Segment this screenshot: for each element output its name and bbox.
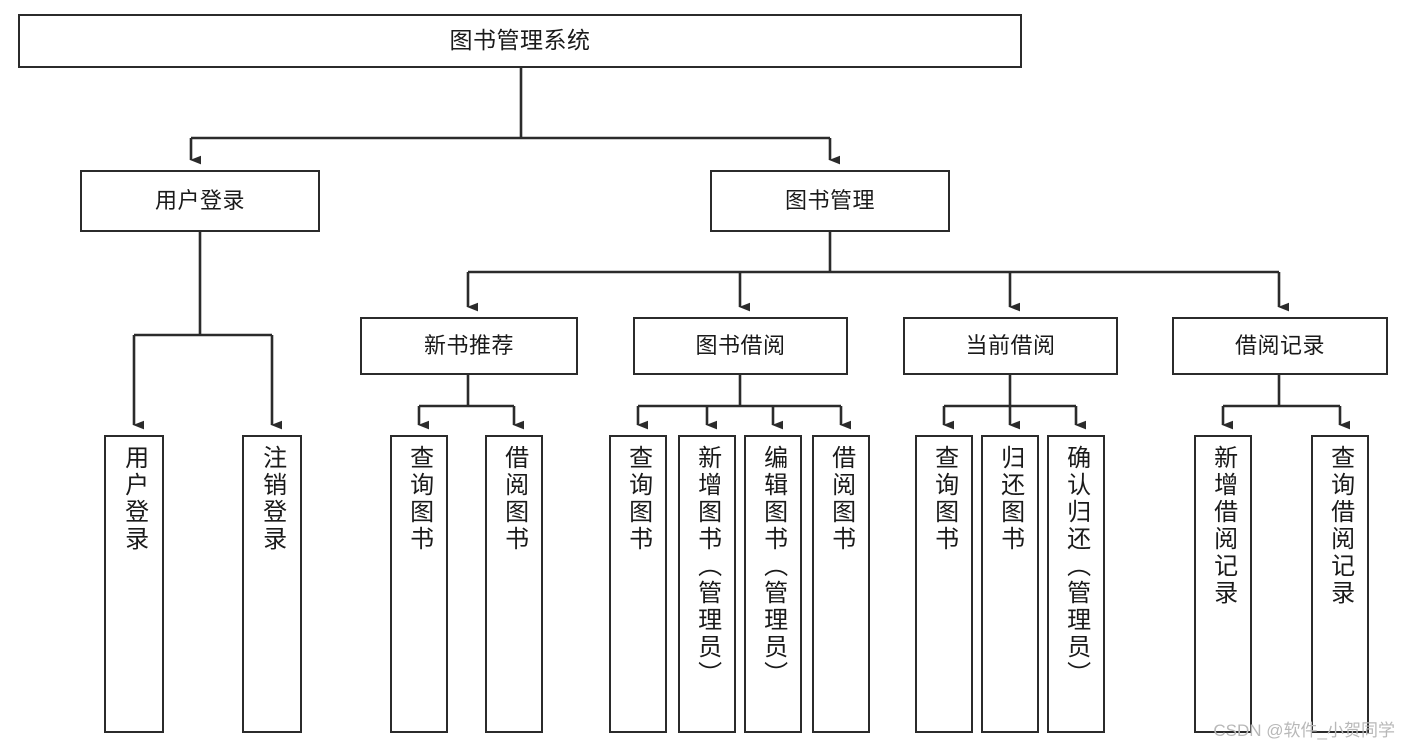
node-leaf-add-record-label: 新增借阅记录 xyxy=(1209,445,1237,607)
node-leaf-query-book-2[interactable]: 查询图书 xyxy=(609,435,667,733)
node-leaf-return-book[interactable]: 归还图书 xyxy=(981,435,1039,733)
node-borrow-record[interactable]: 借阅记录 xyxy=(1172,317,1388,375)
node-leaf-logout[interactable]: 注销登录 xyxy=(242,435,302,733)
node-root-label: 图书管理系统 xyxy=(449,27,591,54)
node-user-login-label: 用户登录 xyxy=(154,188,245,214)
node-leaf-borrow-book-1[interactable]: 借阅图书 xyxy=(485,435,543,733)
node-leaf-edit-book[interactable]: 编辑图书（管理员） xyxy=(744,435,802,733)
node-book-borrow-label: 图书借阅 xyxy=(695,333,786,359)
node-book-borrow[interactable]: 图书借阅 xyxy=(633,317,848,375)
node-leaf-add-record[interactable]: 新增借阅记录 xyxy=(1194,435,1252,733)
node-leaf-query-record[interactable]: 查询借阅记录 xyxy=(1311,435,1369,733)
node-leaf-user-login-label: 用户登录 xyxy=(120,445,148,553)
node-current-borrow[interactable]: 当前借阅 xyxy=(903,317,1118,375)
node-leaf-confirm-return-label: 确认归还（管理员） xyxy=(1062,445,1090,688)
node-book-manage[interactable]: 图书管理 xyxy=(710,170,950,232)
node-leaf-borrow-book-1-label: 借阅图书 xyxy=(500,445,528,553)
node-leaf-query-book-1-label: 查询图书 xyxy=(405,445,433,553)
node-new-book-rec-label: 新书推荐 xyxy=(423,333,514,359)
node-leaf-confirm-return[interactable]: 确认归还（管理员） xyxy=(1047,435,1105,733)
node-leaf-logout-label: 注销登录 xyxy=(258,445,286,553)
node-leaf-query-book-3[interactable]: 查询图书 xyxy=(915,435,973,733)
node-leaf-add-book[interactable]: 新增图书（管理员） xyxy=(678,435,736,733)
node-leaf-query-record-label: 查询借阅记录 xyxy=(1326,445,1354,607)
node-leaf-borrow-book-2-label: 借阅图书 xyxy=(827,445,855,553)
watermark-text: CSDN @软件_小贺同学 xyxy=(1213,721,1395,740)
node-leaf-edit-book-label: 编辑图书（管理员） xyxy=(759,445,787,688)
node-current-borrow-label: 当前借阅 xyxy=(965,333,1056,359)
node-new-book-rec[interactable]: 新书推荐 xyxy=(360,317,578,375)
node-leaf-query-book-1[interactable]: 查询图书 xyxy=(390,435,448,733)
node-user-login[interactable]: 用户登录 xyxy=(80,170,320,232)
node-root[interactable]: 图书管理系统 xyxy=(18,14,1022,68)
node-book-manage-label: 图书管理 xyxy=(784,188,875,214)
node-leaf-query-book-2-label: 查询图书 xyxy=(624,445,652,553)
node-leaf-query-book-3-label: 查询图书 xyxy=(930,445,958,553)
node-leaf-add-book-label: 新增图书（管理员） xyxy=(693,445,721,688)
node-leaf-return-book-label: 归还图书 xyxy=(996,445,1024,553)
node-leaf-user-login[interactable]: 用户登录 xyxy=(104,435,164,733)
node-leaf-borrow-book-2[interactable]: 借阅图书 xyxy=(812,435,870,733)
node-borrow-record-label: 借阅记录 xyxy=(1234,333,1325,359)
